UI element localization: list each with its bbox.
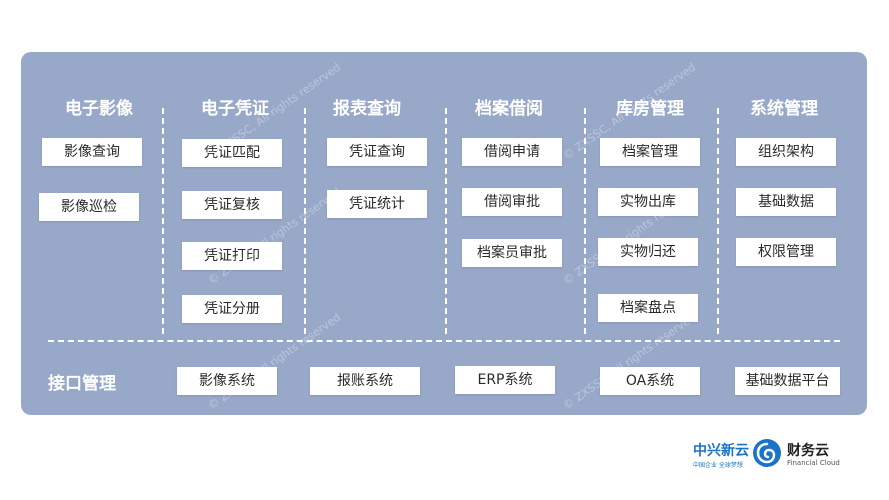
column-divider [717, 108, 719, 334]
interface-reimbursement-system[interactable]: 报账系统 [310, 367, 420, 395]
module-voucher-binding[interactable]: 凭证分册 [182, 295, 282, 323]
column-title-archive-borrowing: 档案借阅 [475, 99, 543, 119]
brand-right-name: 财务云 [787, 443, 829, 459]
interface-title: 接口管理 [48, 374, 116, 394]
module-voucher-matching[interactable]: 凭证匹配 [182, 139, 282, 167]
module-voucher-review[interactable]: 凭证复核 [182, 191, 282, 219]
column-divider [304, 108, 306, 334]
column-divider [162, 108, 164, 334]
column-title-electronic-image: 电子影像 [65, 99, 133, 119]
module-permission-management[interactable]: 权限管理 [736, 238, 836, 266]
column-divider [445, 108, 447, 334]
interface-divider [48, 340, 840, 342]
interface-oa-system[interactable]: OA系统 [600, 367, 700, 395]
module-image-query[interactable]: 影像查询 [42, 138, 142, 166]
brand-left-subtitle: 中国企业 全球梦想 [693, 462, 743, 469]
module-archive-inventory[interactable]: 档案盘点 [598, 294, 698, 322]
interface-image-system[interactable]: 影像系统 [177, 367, 277, 395]
column-divider [584, 108, 586, 334]
column-title-electronic-voucher: 电子凭证 [201, 99, 269, 119]
column-title-report-query: 报表查询 [333, 99, 401, 119]
module-voucher-statistics[interactable]: 凭证统计 [327, 190, 427, 218]
column-title-warehouse-management: 库房管理 [616, 99, 684, 119]
module-archivist-approval[interactable]: 档案员审批 [462, 239, 562, 267]
module-image-inspection[interactable]: 影像巡检 [39, 193, 139, 221]
brand-right-english: Financial Cloud [787, 459, 840, 467]
module-physical-return[interactable]: 实物归还 [598, 238, 698, 266]
brand-left-name: 中兴新云 [693, 443, 749, 459]
module-archive-management[interactable]: 档案管理 [600, 138, 700, 166]
module-voucher-print[interactable]: 凭证打印 [182, 242, 282, 270]
column-title-system-management: 系统管理 [750, 99, 818, 119]
interface-basic-data-platform[interactable]: 基础数据平台 [735, 367, 840, 395]
module-borrow-approval[interactable]: 借阅审批 [462, 188, 562, 216]
financial-cloud-logo-icon [753, 439, 781, 467]
module-org-structure[interactable]: 组织架构 [736, 138, 836, 166]
module-basic-data[interactable]: 基础数据 [736, 188, 836, 216]
module-voucher-query[interactable]: 凭证查询 [327, 138, 427, 166]
module-borrow-request[interactable]: 借阅申请 [462, 138, 562, 166]
module-physical-outbound[interactable]: 实物出库 [598, 188, 698, 216]
interface-erp-system[interactable]: ERP系统 [455, 366, 555, 394]
